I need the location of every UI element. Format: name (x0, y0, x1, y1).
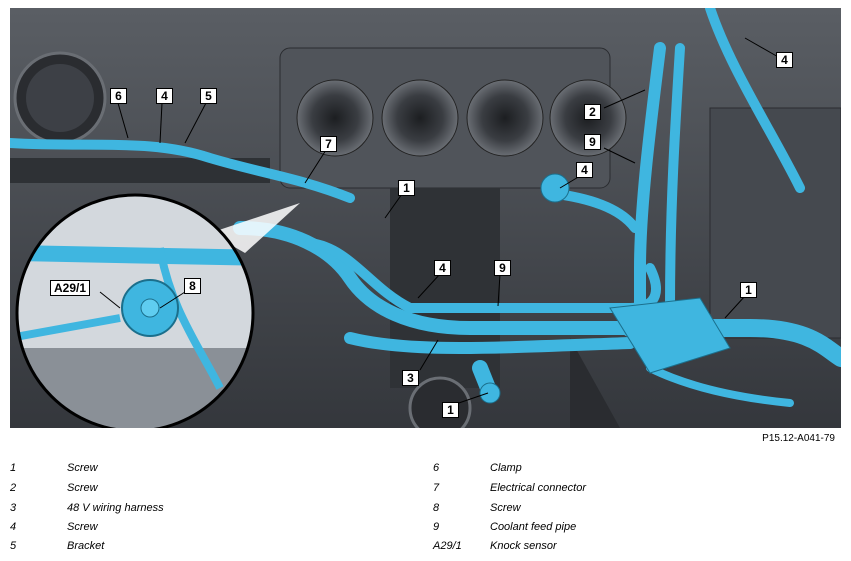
legend-text: Screw (67, 462, 98, 474)
legend-text: Coolant feed pipe (490, 521, 577, 533)
callout-9-lower: 9 (494, 260, 511, 276)
engine-illustration: 6 4 5 7 1 4 4 9 2 9 4 1 1 3 A29/1 8 (10, 8, 841, 428)
callout-4-clamp-area: 4 (156, 88, 173, 104)
callout-3: 3 (402, 370, 419, 386)
figure-id: P15.12-A041-79 (762, 433, 835, 444)
legend-number: 4 (10, 521, 17, 533)
legend-number: 8 (433, 502, 440, 514)
legend-number: 9 (433, 521, 440, 533)
legend-number: 7 (433, 482, 440, 494)
legend-text: Electrical connector (490, 482, 586, 494)
callout-7: 7 (320, 136, 337, 152)
wiring-harness (10, 8, 841, 407)
detail-magnifier (15, 193, 255, 428)
legend-number: A29/1 (433, 540, 462, 552)
callout-1-upper: 1 (398, 180, 415, 196)
legend-number: 1 (10, 462, 17, 474)
legend-text: 48 V wiring harness (67, 502, 164, 514)
callout-4-top: 4 (776, 52, 793, 68)
callout-8: 8 (184, 278, 201, 294)
callout-a29-1: A29/1 (50, 280, 91, 296)
leader-lines (99, 37, 781, 407)
legend-text: Screw (490, 502, 521, 514)
legend-text: Screw (67, 521, 98, 533)
callout-5: 5 (200, 88, 217, 104)
legend-text: Screw (67, 482, 98, 494)
legend-number: 5 (10, 540, 17, 552)
callout-1-right: 1 (740, 282, 757, 298)
legend-number: 2 (10, 482, 17, 494)
callout-4-right: 4 (576, 162, 593, 178)
intake-ports (296, 79, 627, 157)
legend-text: Bracket (67, 540, 105, 552)
legend-text: Clamp (490, 462, 522, 474)
callout-2: 2 (584, 104, 601, 120)
engine-drawing (10, 8, 841, 428)
callout-6: 6 (110, 88, 127, 104)
legend-number: 6 (433, 462, 440, 474)
legend-text: Knock sensor (490, 540, 557, 552)
legend-number: 3 (10, 502, 17, 514)
callout-9-upper: 9 (584, 134, 601, 150)
callout-4-middle: 4 (434, 260, 451, 276)
callout-1-bottom: 1 (442, 402, 459, 418)
